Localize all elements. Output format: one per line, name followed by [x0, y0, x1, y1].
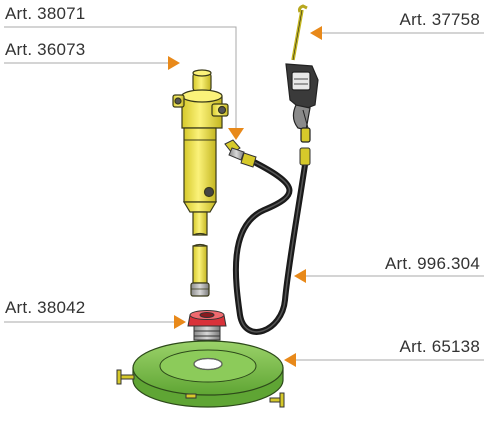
label-art-65138: Art. 65138: [399, 337, 480, 356]
label-art-38071: Art. 38071: [5, 4, 86, 23]
arrow-head-38042: [174, 315, 186, 329]
label-art-996304: Art. 996.304: [384, 254, 480, 273]
leader-line-38071: [4, 26, 237, 128]
label-art-38042: Art. 38042: [5, 298, 86, 317]
drum-lid-65138: [116, 340, 285, 408]
leader-lines: [4, 26, 484, 361]
arrow-head-65138: [284, 353, 296, 367]
pump-body: [172, 69, 229, 297]
dispensing-gun-37758: [285, 4, 319, 143]
arrow-head-996304: [294, 269, 306, 283]
bung-adapter-38042: [187, 310, 227, 347]
arrow-head-36073: [168, 56, 180, 70]
label-art-37758: Art. 37758: [399, 10, 480, 29]
hose-fitting-38071: [224, 139, 245, 161]
hose-996304: [232, 147, 311, 335]
arrow-head-37758: [310, 26, 322, 40]
arrow-head-38071: [228, 128, 244, 140]
label-art-36073: Art. 36073: [5, 40, 86, 59]
arrow-heads: [168, 26, 322, 367]
